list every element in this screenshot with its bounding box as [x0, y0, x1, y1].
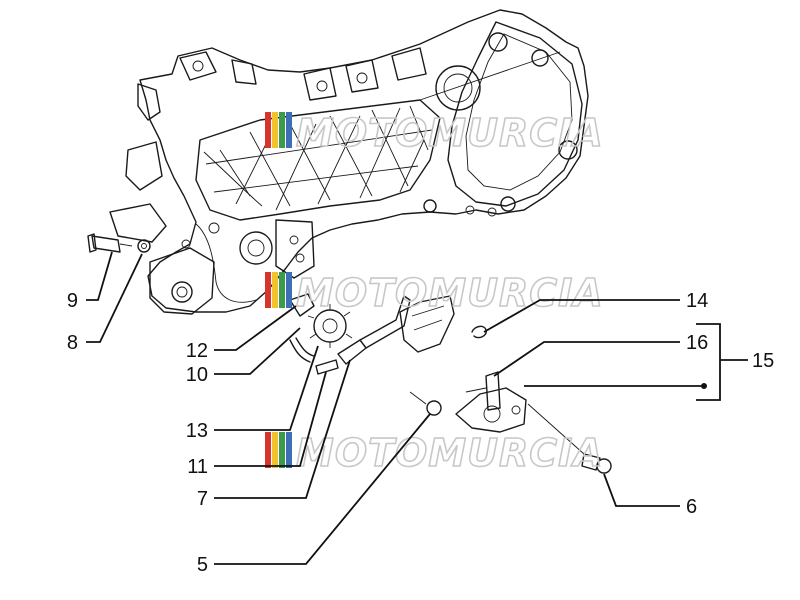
leader-15-bracket [696, 323, 748, 401]
part-11-pad [315, 359, 339, 375]
watermark-stripe [272, 432, 278, 468]
part-15-lever-assembly [455, 387, 585, 455]
leader-14 [483, 299, 680, 333]
callout-16: 16 [686, 332, 708, 354]
watermark-text: MOTOMURCIA [296, 431, 604, 475]
watermark-stripe [286, 272, 292, 308]
part-10-clip [289, 337, 315, 363]
callout-8: 8 [67, 332, 78, 354]
kick-start-pedal [399, 295, 455, 353]
part-6-screw [581, 453, 612, 474]
leader-10 [214, 327, 301, 375]
callout-7: 7 [197, 488, 208, 510]
watermark-stripe [286, 112, 292, 148]
leader-12 [214, 305, 297, 351]
leader-5 [214, 413, 431, 565]
watermark-middle: MOTOMURCIA [265, 270, 604, 316]
callout-15: 15 [752, 350, 774, 372]
watermark-stripe [286, 432, 292, 468]
watermark-text: MOTOMURCIA [296, 111, 604, 155]
callout-11: 11 [187, 456, 208, 478]
part-16-shaft [485, 371, 501, 411]
watermark-stripe [279, 112, 285, 148]
callout-12: 12 [186, 340, 208, 362]
callout-9: 9 [67, 290, 78, 312]
part-12-gear-segment [289, 293, 315, 317]
callout-numbers: 9 8 12 10 13 11 7 5 14 16 15 6 [67, 290, 774, 576]
part-7-kick-lever [337, 295, 411, 365]
watermark-stripe [265, 272, 271, 308]
part-9-bolt [87, 233, 133, 253]
watermark-bottom: MOTOMURCIA [265, 430, 604, 476]
watermark-stripe [279, 272, 285, 308]
callout-6: 6 [686, 496, 697, 518]
leader-7 [214, 359, 351, 499]
watermark-stripe [272, 112, 278, 148]
watermark-text: MOTOMURCIA [296, 271, 604, 315]
part-5-bolt [409, 391, 442, 416]
crankcase-housing [109, 9, 589, 315]
leader-16 [493, 341, 680, 377]
leader-8 [86, 253, 143, 343]
part-8-nut [137, 239, 151, 253]
callout-5: 5 [197, 554, 208, 576]
watermark-stripe [265, 112, 271, 148]
leader-13 [214, 345, 319, 431]
watermark-stripe [265, 432, 271, 468]
leader-6 [603, 473, 680, 507]
leader-lines [86, 251, 748, 565]
watermark-stripe [279, 432, 285, 468]
callout-13: 13 [186, 420, 208, 442]
callout-10: 10 [186, 364, 208, 386]
leader-9 [86, 251, 113, 301]
callout-14: 14 [686, 290, 708, 312]
leader-11 [214, 371, 327, 467]
watermark-top: MOTOMURCIA [265, 110, 604, 156]
part-13-gear [307, 304, 353, 348]
watermark-stripe [272, 272, 278, 308]
